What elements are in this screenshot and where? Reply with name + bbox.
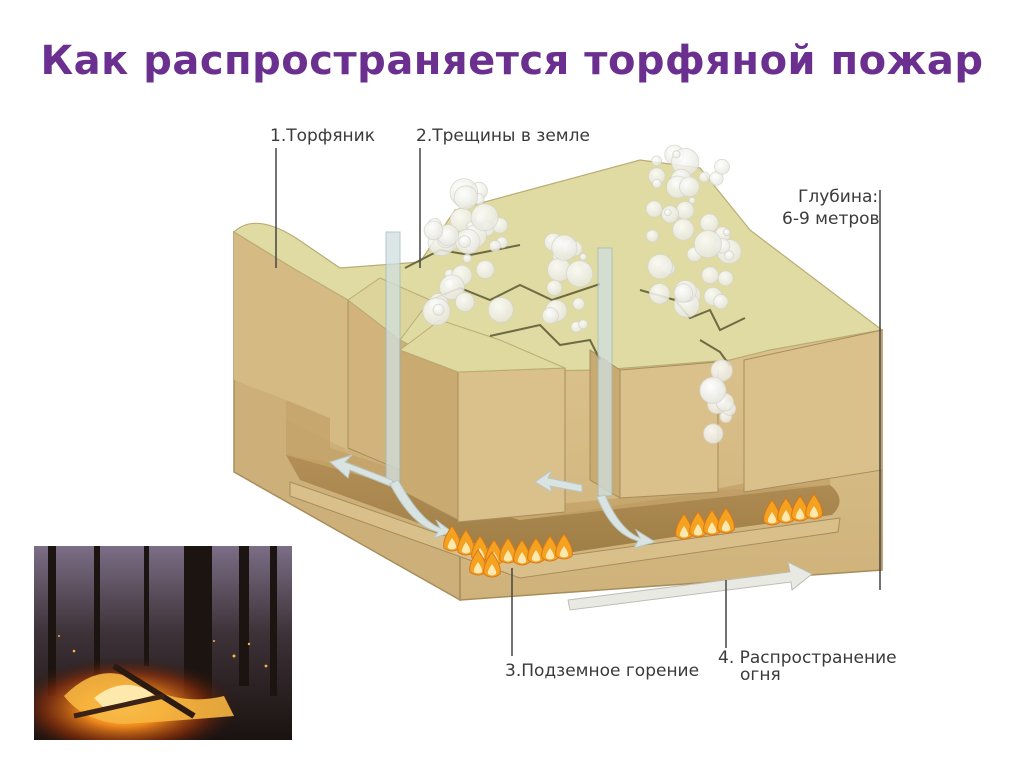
smoke-puff	[453, 185, 478, 210]
smoke-puff	[462, 253, 473, 264]
smoke-puff	[652, 178, 662, 189]
smoke-puff	[673, 283, 694, 303]
forest-fire-photo	[34, 546, 292, 740]
underground-flames	[443, 493, 823, 578]
smoke-puff	[701, 266, 719, 285]
label-peatland: 1.Торфяник	[270, 126, 375, 146]
label-cracks: 2.Трещины в земле	[416, 126, 590, 146]
smoke-puff	[645, 200, 663, 218]
fire-spread-arrow	[567, 561, 813, 611]
smoke-puff	[703, 423, 724, 444]
label-fire-spread-line1: 4. Распространение	[718, 648, 897, 668]
smoke-puff	[688, 196, 696, 204]
label-fire-spread-line2: огня	[740, 665, 781, 685]
peat-block-middle-front	[457, 367, 566, 523]
smoke-puff	[572, 297, 585, 311]
smoke-puff	[487, 296, 514, 323]
smoke-puff	[722, 228, 731, 237]
smoke-puff	[699, 376, 727, 404]
label-depth-line1: Глубина:	[798, 187, 878, 207]
smoke-puff	[651, 155, 662, 167]
smoke-puff	[664, 208, 672, 217]
smoke-puff	[714, 158, 730, 175]
arrow-left-mid	[534, 469, 583, 494]
smoke-puff	[672, 218, 695, 241]
smoke-puff	[648, 283, 671, 305]
smoke-puff	[454, 292, 475, 313]
arrow-down-right-1	[389, 479, 454, 539]
leader-lines	[275, 148, 881, 656]
smoke-puffs	[422, 144, 742, 444]
smoke-puff	[698, 171, 710, 183]
smoke-puff	[713, 294, 729, 310]
arrow-down-right-2	[596, 494, 657, 549]
smoke-puff	[565, 260, 594, 288]
smoke-puff	[693, 230, 722, 259]
smoke-puff	[647, 253, 673, 280]
smoke-puff	[551, 234, 578, 261]
smoke-puff	[439, 274, 465, 301]
smoke-puff	[724, 250, 735, 261]
smoke-puff	[717, 270, 734, 287]
label-underground-burning: 3.Подземное горение	[505, 661, 699, 681]
smoke-puff	[578, 319, 589, 330]
smoke-puff	[699, 213, 719, 233]
smoke-puff	[470, 203, 499, 232]
smoke-puff	[672, 150, 681, 159]
peat-block-far-right	[743, 329, 883, 493]
arrow-left-up	[329, 454, 396, 489]
slide-title: Как распространяется торфяной пожар	[40, 38, 984, 84]
smoke-puff	[546, 279, 563, 296]
smoke-tubes	[385, 231, 613, 497]
smoke-puff	[423, 220, 444, 241]
smoke-puff	[579, 253, 587, 261]
smoke-puff	[645, 229, 659, 243]
label-depth-line2: 6-9 метров	[782, 209, 880, 229]
smoke-puff	[675, 201, 695, 220]
smoke-puff	[432, 303, 445, 316]
smoke-puff	[679, 176, 700, 198]
smoke-puff	[458, 235, 471, 248]
smoke-puff	[475, 260, 495, 280]
smoke-puff	[488, 239, 501, 252]
smoke-puff	[541, 307, 559, 325]
peat-block-middle-side	[399, 349, 459, 521]
air-flow-arrows	[329, 454, 657, 549]
